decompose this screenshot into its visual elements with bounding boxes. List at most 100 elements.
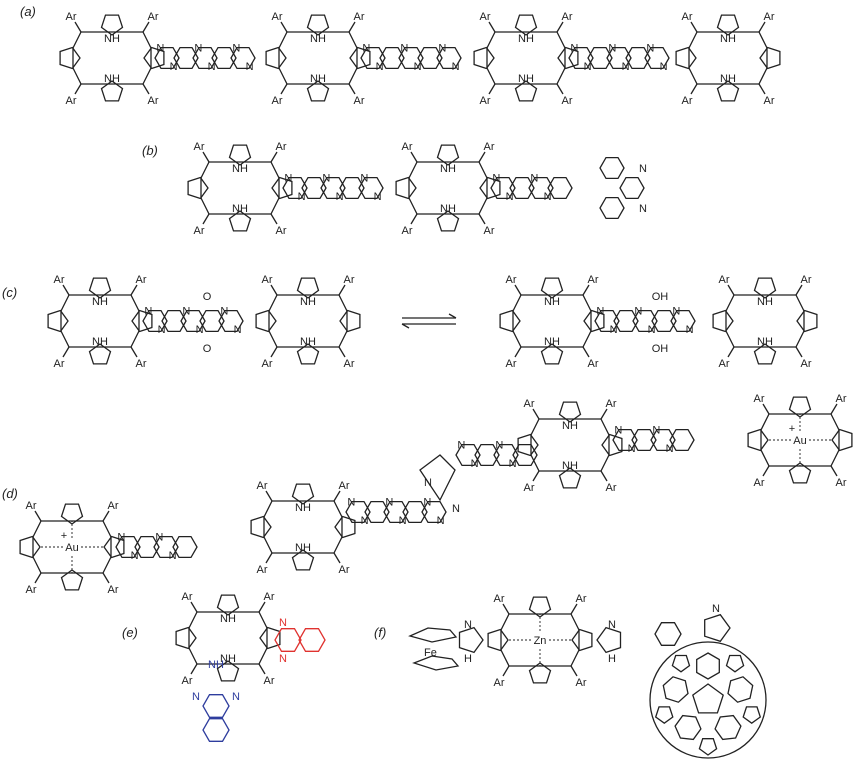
troger-nitrogen: N [424,477,432,489]
meso-bond [74,21,82,33]
pyrrole-bottom [100,80,124,102]
meso-aryl-label: Ar [801,358,812,370]
meso-aryl-label: Ar [836,477,847,489]
meso-aryl-label: Ar [136,358,147,370]
meso-bond [762,465,770,477]
ring-nitrogen: N [423,496,431,508]
inner-nh-label: NH [518,73,534,85]
meso-bond [34,510,42,522]
fused-ring [587,46,613,70]
ring-nitrogen: N [610,324,618,336]
panel-label-f: (f) [374,625,386,640]
ring-nitrogen: N [284,172,292,184]
pyrrole-bottom [216,660,240,682]
meso-bond [570,603,578,615]
inner-nh-label: NH [310,73,326,85]
meso-aryl-label: Ar [576,593,587,605]
ring-nitrogen: N [194,42,202,54]
inner-nh-label: NH [295,502,311,514]
fused-ring [364,500,390,524]
meso-aryl-label: Ar [606,482,617,494]
imidazole-nitrogen: N [608,619,616,631]
meso-aryl-label: Ar [402,141,413,153]
fused-ring [379,46,405,70]
ring-nitrogen: N [614,424,622,436]
meso-aryl-label: Ar [257,480,268,492]
meso-aryl-label: Ar [494,677,505,689]
meso-aryl-label: Ar [194,141,205,153]
fused-ring [509,176,535,200]
blue-pyrazine-nitrogen: N [192,691,200,703]
meso-aryl-label: Ar [588,358,599,370]
ring-nitrogen: N [336,191,344,203]
meso-aryl-label: Ar [480,95,491,107]
pyrrole-right [103,535,125,559]
fused-ring [154,46,180,70]
ring-nitrogen: N [234,324,242,336]
meso-bond [62,284,70,296]
meso-aryl-label: Ar [719,274,730,286]
meso-aryl-label: Ar [54,358,65,370]
inner-nh-label: NH [562,460,578,472]
meso-bond [270,284,278,296]
inner-nh-label: NH [544,296,560,308]
meso-aryl-label: Ar [506,274,517,286]
inner-nh-label: NH [440,203,456,215]
meso-bond [130,346,138,358]
fused-ring [669,428,695,452]
fused-ring [192,46,218,70]
fullerene-central-pentagon [692,683,724,714]
blue-pyrazine-ring [202,694,230,718]
pyrrole-bottom [540,343,564,365]
blue-nh-label: NH [208,659,224,671]
pyrrole-left [675,46,697,70]
fused-ring [180,309,206,333]
fullerene-outline [649,641,767,759]
meso-aryl-label: Ar [66,11,77,23]
meso-bond [690,21,698,33]
fused-ring [490,176,516,200]
meso-aryl-label: Ar [484,141,495,153]
fused-ring [360,46,386,70]
ring-nitrogen: N [414,61,422,73]
fused-ring [115,535,141,559]
inner-nh-label: NH [92,296,108,308]
ring-nitrogen: N [376,61,384,73]
pyrrole-left [517,433,539,457]
pyrrolidine-ring [704,613,731,643]
meso-aryl-label: Ar [480,11,491,23]
ring-nitrogen: N [170,61,178,73]
ring-nitrogen: N [570,42,578,54]
meso-bond [333,552,341,564]
metal-center-label: Zn [534,635,547,647]
inner-nh-label: NH [720,73,736,85]
fullerene-hexagon [727,676,754,703]
fused-ring [625,46,651,70]
meso-aryl-label: Ar [262,274,273,286]
meso-aryl-label: Ar [182,675,193,687]
carbonyl-oxygen: O [203,291,212,303]
ring-nitrogen: N [347,496,355,508]
inner-nh-label: NH [104,33,120,45]
inner-nh-label: NH [300,336,316,348]
meso-bond [795,284,803,296]
pyrrole-bottom [291,549,315,571]
pyrrole-top [60,503,84,525]
fullerene-pentagon [671,654,691,673]
meso-bond [270,346,278,358]
meso-aryl-label: Ar [26,500,37,512]
meso-bond [795,346,803,358]
meso-aryl-label: Ar [264,591,275,603]
meso-bond [280,21,288,33]
fullerene-pentagon [698,738,718,756]
fullerene-pentagon [654,706,674,725]
